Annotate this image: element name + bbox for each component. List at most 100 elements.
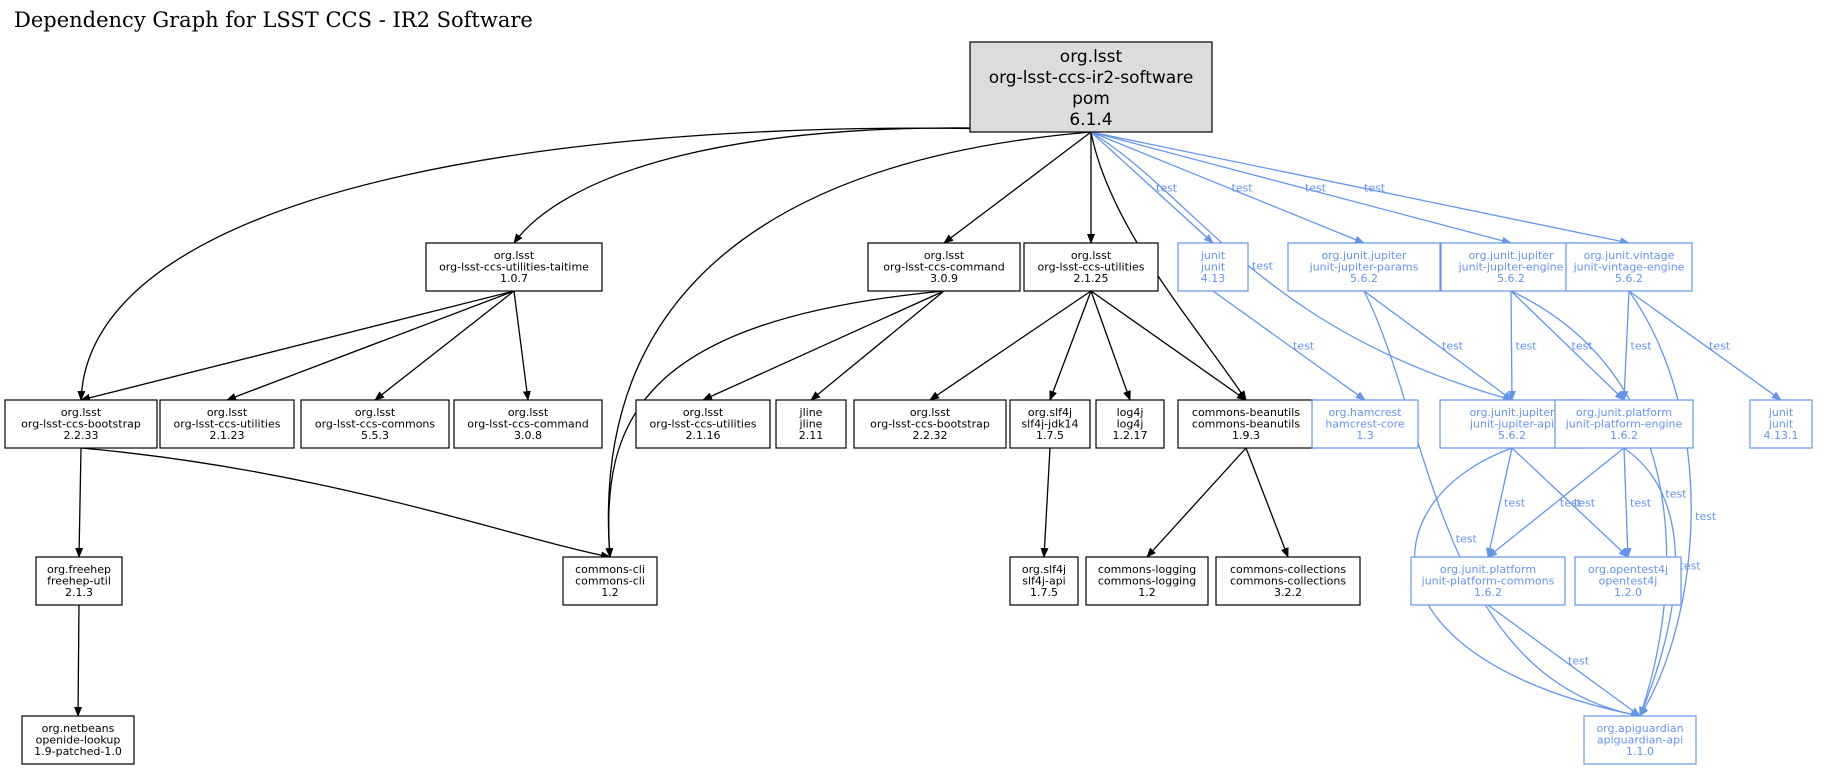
- node-label-line: 5.6.2: [1615, 272, 1643, 285]
- node-label-line: junit: [1200, 249, 1226, 262]
- node-label-line: commons-beanutils: [1192, 406, 1300, 419]
- edge-label: test: [1574, 497, 1596, 510]
- node-label-line: org.lsst: [924, 249, 965, 262]
- node-label-line: org.lsst: [207, 406, 248, 419]
- node-label-line: 5.5.3: [361, 429, 389, 442]
- node-label-line: hamcrest-core: [1325, 417, 1405, 430]
- node-label-line: org.junit.platform: [1576, 406, 1672, 419]
- node-label-line: 1.2: [1138, 586, 1156, 599]
- node-label-line: log4j: [1117, 406, 1144, 419]
- edge-taitime-to-commons553: [374, 290, 515, 401]
- node-label-line: 2.2.33: [64, 429, 99, 442]
- node-label-line: openide-lookup: [36, 733, 121, 746]
- edge-root-to-vengine: test: [1090, 131, 1630, 246]
- node-label-line: freehep-util: [47, 574, 111, 587]
- node-label-line: commons-cli: [575, 574, 645, 587]
- edge-utilities2125-to-beanutils: [1090, 290, 1247, 401]
- edge-label: test: [1504, 497, 1526, 510]
- node-label-line: 4.13: [1201, 272, 1226, 285]
- node-label-line: org.lsst: [683, 406, 724, 419]
- edge-label: test: [1630, 497, 1652, 510]
- node-vengine: org.junit.vintagejunit-vintage-engine5.6…: [1565, 242, 1693, 292]
- node-label-line: junit-platform-commons: [1421, 574, 1555, 587]
- node-label-line: junit-jupiter-params: [1309, 260, 1419, 273]
- node-label-line: org.junit.jupiter: [1469, 406, 1555, 419]
- node-label-line: org.junit.jupiter: [1321, 249, 1407, 262]
- edge-bootstrap2233-to-freehep: [75, 447, 84, 558]
- node-label-line: pom: [1072, 89, 1110, 109]
- edge-jengine-to-pengine: test: [1510, 290, 1625, 401]
- node-label-line: org.opentest4j: [1588, 563, 1668, 576]
- node-label-line: org.hamcrest: [1328, 406, 1402, 419]
- edge-label: test: [1516, 340, 1538, 353]
- edge-beanutils-to-collections: [1245, 447, 1289, 558]
- edge-jengine-to-japi: test: [1507, 290, 1538, 401]
- node-label-line: jline: [799, 417, 823, 430]
- node-label-line: junit-jupiter-api: [1469, 417, 1554, 430]
- edge-label: test: [1709, 340, 1731, 353]
- edge-label: test: [1568, 655, 1590, 668]
- node-label-line: 1.9-patched-1.0: [34, 745, 122, 758]
- edge-japi-to-opentest4j: test: [1511, 447, 1629, 558]
- node-label-line: org.slf4j: [1022, 563, 1066, 576]
- edge-jengine-to-apiguardian: test: [1510, 290, 1687, 717]
- edge-label: test: [1364, 182, 1386, 195]
- edge-root-to-taitime: [513, 127, 1092, 244]
- node-label-line: commons-collections: [1230, 574, 1346, 587]
- node-label-line: 1.2.0: [1614, 586, 1642, 599]
- node-label-line: 5.6.2: [1498, 429, 1526, 442]
- node-label-line: slf4j-jdk14: [1021, 417, 1078, 430]
- node-label-line: slf4j-api: [1022, 574, 1065, 587]
- node-label-line: junit: [1200, 260, 1226, 273]
- node-params: org.junit.jupiterjunit-jupiter-params5.6…: [1287, 242, 1441, 292]
- node-label-line: org.freehep: [47, 563, 111, 576]
- edge-pcommons-to-apiguardian: test: [1487, 604, 1641, 717]
- node-label-line: org-lsst-ccs-ir2-software: [989, 68, 1194, 88]
- node-pcommons: org.junit.platformjunit-platform-commons…: [1410, 556, 1566, 606]
- edge-japi-to-pcommons: test: [1486, 447, 1526, 558]
- node-label-line: junit-vintage-engine: [1573, 260, 1685, 273]
- node-label-line: 1.9.3: [1232, 429, 1260, 442]
- node-label-line: 1.0.7: [500, 272, 528, 285]
- node-label-line: apiguardian-api: [1597, 733, 1683, 746]
- edge-label: test: [1572, 340, 1594, 353]
- edge-label: test: [1631, 340, 1653, 353]
- node-label-line: commons-cli: [575, 563, 645, 576]
- node-collections: commons-collectionscommons-collections3.…: [1215, 556, 1361, 606]
- edge-taitime-to-bootstrap2233: [80, 290, 515, 402]
- edge-label: test: [1156, 182, 1178, 195]
- edge-command309-to-utilities2116: [702, 290, 945, 401]
- edges-layer: test test test test test test test test test test…: [74, 127, 1782, 719]
- node-label-line: org.lsst: [508, 406, 549, 419]
- node-label-line: org-lsst-ccs-utilities: [1038, 260, 1145, 273]
- node-label-line: 2.1.16: [686, 429, 721, 442]
- node-label-line: commons-collections: [1230, 563, 1346, 576]
- node-label-line: org.lsst: [494, 249, 535, 262]
- node-label-line: 2.1.23: [210, 429, 245, 442]
- node-label-line: org.junit.vintage: [1584, 249, 1675, 262]
- node-label-line: 3.0.8: [514, 429, 542, 442]
- node-label-line: 2.1.25: [1074, 272, 1109, 285]
- edge-label: test: [1456, 532, 1478, 545]
- node-label-line: org-lsst-ccs-command: [883, 260, 1005, 273]
- edge-beanutils-to-logging: [1146, 447, 1247, 558]
- edge-label: test: [1252, 259, 1274, 272]
- node-label-line: 3.2.2: [1274, 586, 1302, 599]
- node-label-line: 1.7.5: [1036, 429, 1064, 442]
- node-label-line: 5.6.2: [1497, 272, 1525, 285]
- edge-pengine-to-opentest4j: test: [1623, 447, 1652, 558]
- graph-title: Dependency Graph for LSST CCS - IR2 Soft…: [14, 8, 533, 32]
- node-label-line: org.apiguardian: [1596, 722, 1683, 735]
